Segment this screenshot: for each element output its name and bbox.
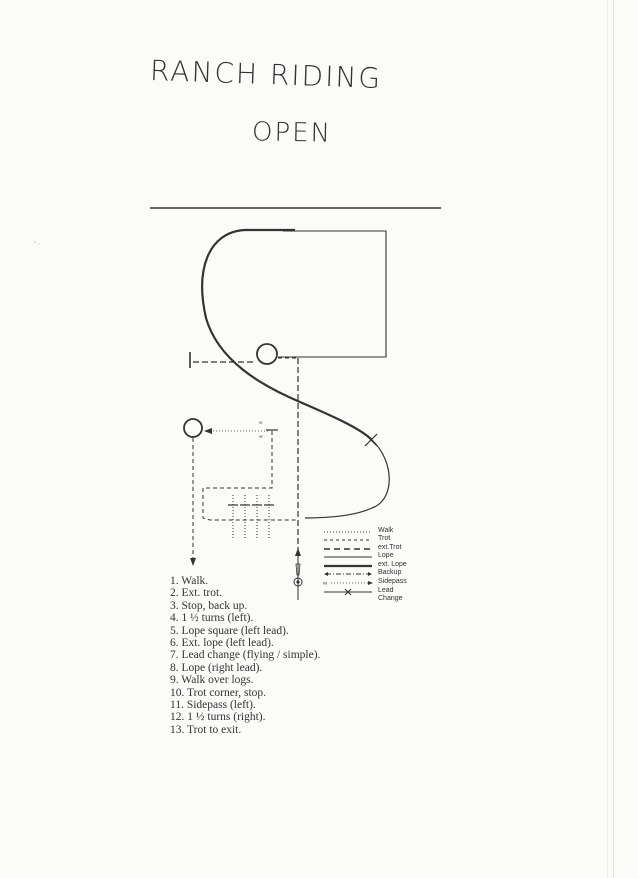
right-lead-lope-path bbox=[304, 439, 390, 519]
turn-circle-left bbox=[256, 343, 278, 365]
step-number: 13. bbox=[170, 723, 185, 736]
step-text: Ext. trot. bbox=[181, 587, 223, 600]
legend-label: Sidepass bbox=[378, 578, 407, 585]
legend-item-trot: Trot bbox=[322, 535, 422, 544]
legend-item-lead-change-cont: Change bbox=[322, 595, 422, 604]
legend-item-lope: Lope bbox=[322, 552, 422, 561]
step-text: Lead change (flying / simple). bbox=[181, 649, 321, 662]
step-number: 11. bbox=[170, 699, 184, 712]
legend-item-backup: Backup bbox=[322, 569, 422, 578]
legend-item-ext-trot: ext.Trot bbox=[322, 544, 422, 553]
walk-over-logs bbox=[228, 495, 274, 540]
step-item: 10. Trot corner, stop. bbox=[170, 687, 320, 699]
step-text: 1 ½ turns (left). bbox=[181, 612, 254, 625]
step-number: 8. bbox=[170, 661, 179, 674]
scan-speck bbox=[38, 243, 40, 245]
step-item: 7. Lead change (flying / simple). bbox=[170, 649, 320, 661]
page-edge-shadow-inner bbox=[607, 0, 608, 878]
sidepass-mark-1: ∞ bbox=[259, 420, 263, 426]
step-text: Walk. bbox=[181, 575, 209, 587]
step-item: 11. Sidepass (left). bbox=[170, 699, 320, 711]
lope-square-path bbox=[278, 230, 387, 358]
exit-arrowhead bbox=[190, 558, 196, 566]
legend-label: Lead bbox=[378, 587, 394, 594]
step-item: 4. 1 ½ turns (left). bbox=[170, 612, 320, 624]
legend-label: Change bbox=[378, 595, 403, 602]
step-number: 12. bbox=[170, 711, 185, 724]
legend-label: Backup bbox=[378, 569, 402, 576]
step-item: 3. Stop, back up. bbox=[170, 600, 320, 612]
step-text: Trot corner, stop. bbox=[187, 686, 267, 699]
step-item: 12. 1 ½ turns (right). bbox=[170, 711, 320, 723]
step-number: 2. bbox=[170, 587, 179, 600]
rider-start-icon bbox=[293, 563, 303, 587]
step-text: Sidepass (left). bbox=[186, 699, 256, 712]
page-edge-shadow bbox=[613, 0, 614, 878]
step-number: 1. bbox=[170, 575, 179, 587]
step-number: 10. bbox=[170, 686, 185, 699]
step-item: 2. Ext. trot. bbox=[170, 587, 320, 599]
step-text: Lope (right lead). bbox=[181, 661, 263, 674]
step-text: 1 ½ turns (right). bbox=[187, 711, 266, 724]
lead-change-marker bbox=[364, 433, 378, 447]
step-text: Trot to exit. bbox=[187, 723, 242, 736]
legend-item-lead-change: Lead bbox=[322, 587, 422, 596]
step-item: 1. Walk. bbox=[170, 575, 320, 587]
step-number: 3. bbox=[170, 599, 179, 612]
legend-label: Walk bbox=[378, 527, 394, 534]
legend-label: ext.Trot bbox=[378, 544, 402, 551]
legend-item-sidepass: ∞ Sidepass bbox=[322, 578, 422, 587]
pattern-steps: 1. Walk. 2. Ext. trot. 3. Stop, back up.… bbox=[170, 575, 320, 736]
step-number: 5. bbox=[170, 624, 179, 637]
sidepass-mark-2: ∞ bbox=[259, 434, 263, 440]
step-item: 13. Trot to exit. bbox=[170, 724, 320, 736]
step-item: 5. Lope square (left lead). bbox=[170, 625, 320, 637]
legend-label: ext. Lope bbox=[378, 561, 407, 568]
scan-speck bbox=[34, 241, 36, 243]
step-number: 7. bbox=[170, 649, 179, 662]
step-item: 9. Walk over logs. bbox=[170, 674, 320, 686]
sidepass-arrowhead bbox=[204, 428, 212, 434]
step-number: 4. bbox=[170, 612, 179, 625]
trot-corner-path bbox=[202, 431, 296, 521]
ext-lope-path bbox=[201, 228, 373, 441]
legend-label: Trot bbox=[378, 535, 391, 542]
step-text: Lope square (left lead). bbox=[181, 624, 289, 637]
step-number: 9. bbox=[170, 674, 179, 687]
turn-circle-right bbox=[183, 418, 203, 438]
step-text: Stop, back up. bbox=[181, 599, 248, 612]
legend-item-ext-lope: ext. Lope bbox=[322, 561, 422, 570]
legend-item-walk: Walk bbox=[322, 527, 422, 536]
step-text: Walk over logs. bbox=[181, 674, 254, 687]
svg-text:∞: ∞ bbox=[323, 581, 327, 587]
step-number: 6. bbox=[170, 637, 179, 650]
step-item: 8. Lope (right lead). bbox=[170, 662, 320, 674]
step-text: Ext. lope (left lead). bbox=[181, 637, 274, 650]
legend-label: Lope bbox=[378, 552, 394, 559]
step-item: 6. Ext. lope (left lead). bbox=[170, 637, 320, 649]
